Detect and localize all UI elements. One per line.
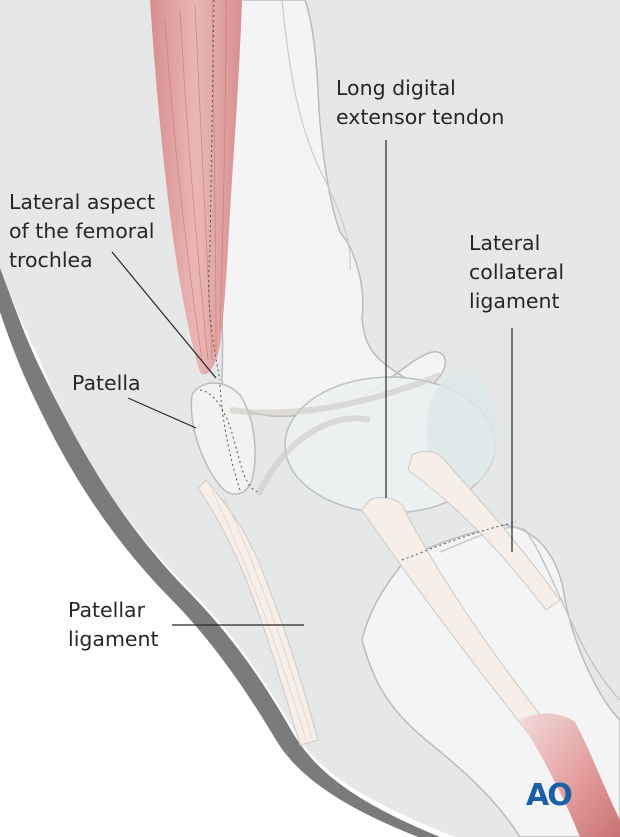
label-patella: Patella [72,371,141,395]
ao-logo: AO [526,778,573,813]
quadriceps-tendon-line [208,0,221,381]
long-digital-extensor-tendon [361,497,561,749]
quadriceps-muscle [150,0,242,375]
muscle-fibers [164,0,227,361]
label-patellar-ligament: Patellar ligament [68,598,159,651]
lateral-collateral-ligament [407,451,561,611]
patellar-ligament-fibers [211,489,313,741]
patellar-ligament [197,479,319,746]
label-lateral-aspect-femoral-trochlea: Lateral aspect of the femoral trochlea [9,190,156,272]
meniscus-dots [401,521,517,561]
trochlea-dots [219,384,241,491]
leader-patella [127,397,197,429]
retinaculum [229,372,442,497]
extensor-muscle-distal [520,713,620,837]
leader-lines [111,140,513,626]
femur-inner-line [281,0,351,271]
label-lateral-collateral-ligament: Lateral collateral ligament [469,231,565,313]
leader-lateral-aspect-trochlea [111,251,217,379]
label-long-digital-extensor-tendon: Long digital extensor tendon [336,76,505,129]
